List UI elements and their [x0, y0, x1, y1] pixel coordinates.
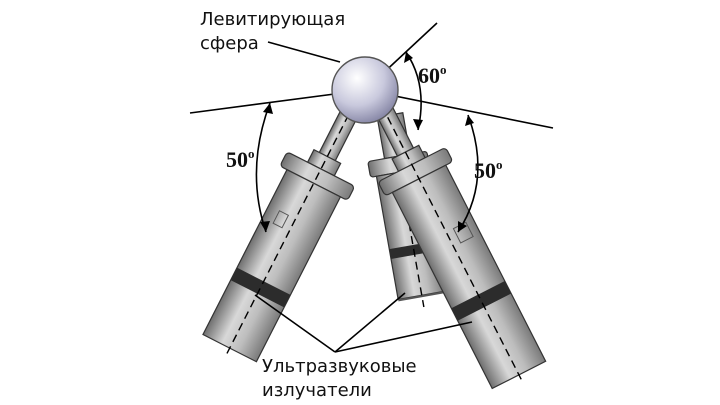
pointer-left-emitter: [254, 294, 336, 353]
left-angle-label: 50o: [226, 146, 255, 172]
arrowhead-left-start: [263, 103, 273, 114]
emitters-label-line1: Ультразвуковые: [262, 356, 417, 377]
arrowhead-right-start: [465, 115, 474, 126]
emitters-label-line2: излучатели: [262, 380, 372, 401]
arrowhead-top-start: [404, 52, 413, 63]
top-angle-value: 60: [418, 63, 440, 88]
left-angle-arc: [255, 102, 271, 233]
sphere-label-line2: сфера: [200, 33, 259, 54]
arrowhead-top-end: [413, 119, 423, 130]
left-angle-degree: o: [248, 146, 255, 161]
right-angle-arc: [457, 114, 479, 233]
ultrasonic-emitter-left: [202, 102, 359, 363]
arrowhead-right-end: [458, 221, 467, 232]
right-angle-value: 50: [474, 158, 496, 183]
sphere-label-line1: Левитирующая: [200, 9, 345, 30]
pointer-right-emitter: [334, 321, 473, 353]
left-angle-value: 50: [226, 147, 248, 172]
sphere-pointer-line: [267, 41, 341, 63]
levitating-sphere: [331, 56, 399, 124]
arrowhead-left-end: [260, 221, 270, 232]
pointer-center-emitter: [334, 292, 406, 353]
top-angle-degree: o: [440, 62, 447, 77]
emitter-pointer-lines: [254, 292, 473, 353]
right-angle-label: 50o: [474, 157, 503, 183]
right-angle-degree: o: [496, 157, 503, 172]
ultrasonic-emitter-right: [375, 93, 547, 390]
top-angle-label: 60o: [418, 62, 447, 88]
arrowheads: [260, 52, 474, 232]
